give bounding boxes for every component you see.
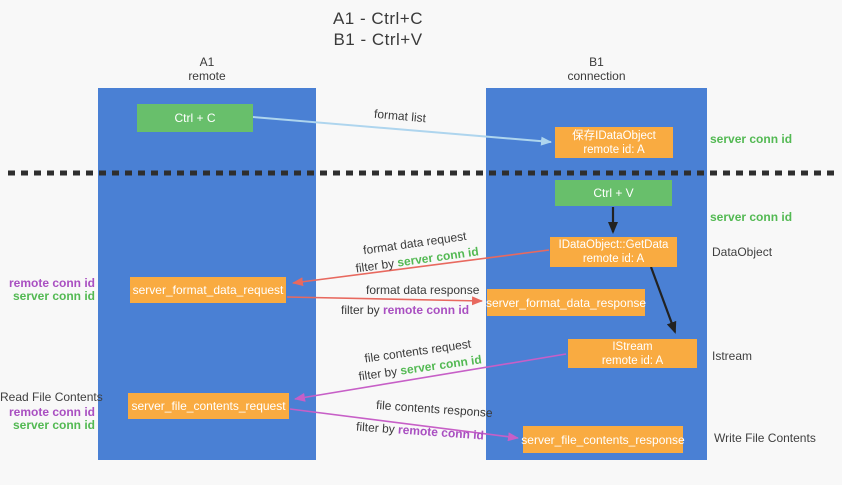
save-idataobject-line1: 保存IDataObject xyxy=(572,129,656,142)
title-line-1: A1 - Ctrl+C xyxy=(332,9,424,28)
format-data-response-filter: filter by remote conn id xyxy=(341,303,469,317)
lifeline-a1-subtitle: remote xyxy=(188,69,226,83)
filter-prefix: filter by xyxy=(357,363,402,384)
server-conn-id-label-left-bottom: server conn id xyxy=(12,418,95,432)
read-file-contents-label: Read File Contents xyxy=(0,390,103,404)
filter-prefix: filter by xyxy=(354,255,399,276)
filter-key: remote conn id xyxy=(383,303,470,317)
server-conn-id-label-left-top: server conn id xyxy=(12,289,95,303)
server-format-data-request-node: server_format_data_request xyxy=(130,277,286,303)
save-idataobject-line2: remote id: A xyxy=(583,143,645,156)
server-file-contents-request-label: server_file_contents_request xyxy=(131,399,286,413)
server-format-data-request-label: server_format_data_request xyxy=(132,283,284,297)
server-file-contents-response-label: server_file_contents_response xyxy=(521,432,685,447)
getdata-node: IDataObject::GetData remote id: A xyxy=(550,237,677,267)
diagram-title: A1 - Ctrl+C B1 - Ctrl+V xyxy=(278,8,478,50)
file-contents-request-label: file contents request filter by server c… xyxy=(353,334,484,385)
ctrl-v-label: Ctrl + V xyxy=(593,186,634,200)
left-conn-id-pair-top: remote conn id server conn id xyxy=(0,277,95,303)
filter-key: remote conn id xyxy=(397,422,485,443)
lifeline-a1-name: A1 xyxy=(199,55,215,69)
write-file-contents-label: Write File Contents xyxy=(714,431,816,445)
server-conn-id-label-mid: server conn id xyxy=(710,210,793,224)
istream-node: IStream remote id: A xyxy=(568,339,697,368)
lifeline-b1-header: B1 connection xyxy=(486,55,707,83)
getdata-line1: IDataObject::GetData xyxy=(558,239,669,251)
istream-side-label: Istream xyxy=(712,349,753,363)
istream-line1: IStream xyxy=(612,340,653,353)
ctrl-v-node: Ctrl + V xyxy=(555,180,672,206)
file-contents-response-filter: filter by remote conn id xyxy=(356,420,485,443)
file-contents-response-line: file contents response xyxy=(375,397,494,421)
ctrl-c-node: Ctrl + C xyxy=(137,104,253,132)
lifeline-b1-name: B1 xyxy=(589,55,604,69)
filter-prefix: filter by xyxy=(341,303,384,317)
server-file-contents-request-node: server_file_contents_request xyxy=(128,393,289,419)
format-list-label: format list xyxy=(373,106,427,126)
dataobject-label: DataObject xyxy=(712,245,773,259)
remote-conn-id-label-top: remote conn id xyxy=(8,276,95,290)
left-conn-id-pair-bottom: remote conn id server conn id xyxy=(0,406,95,432)
filter-prefix: filter by xyxy=(355,419,399,437)
istream-line2: remote id: A xyxy=(601,354,664,367)
remote-conn-id-label-bottom: remote conn id xyxy=(8,405,95,419)
lifeline-a1-header: A1 remote xyxy=(98,55,316,83)
ctrl-c-label: Ctrl + C xyxy=(174,111,216,125)
server-format-data-response-node: server_format_data_response xyxy=(485,289,647,316)
server-file-contents-response-node: server_file_contents_response xyxy=(521,426,685,453)
format-data-request-label: format data request filter by server con… xyxy=(350,226,481,277)
getdata-line2: remote id: A xyxy=(582,253,645,265)
lifeline-b1-subtitle: connection xyxy=(567,69,626,83)
server-format-data-response-label: server_format_data_response xyxy=(485,295,647,310)
format-data-response-line: format data response xyxy=(366,283,480,297)
format-data-response-arrow xyxy=(286,296,483,306)
server-conn-id-label-top: server conn id xyxy=(710,132,793,146)
title-line-2: B1 - Ctrl+V xyxy=(333,30,423,49)
save-idataobject-node: 保存IDataObject remote id: A xyxy=(555,127,673,158)
